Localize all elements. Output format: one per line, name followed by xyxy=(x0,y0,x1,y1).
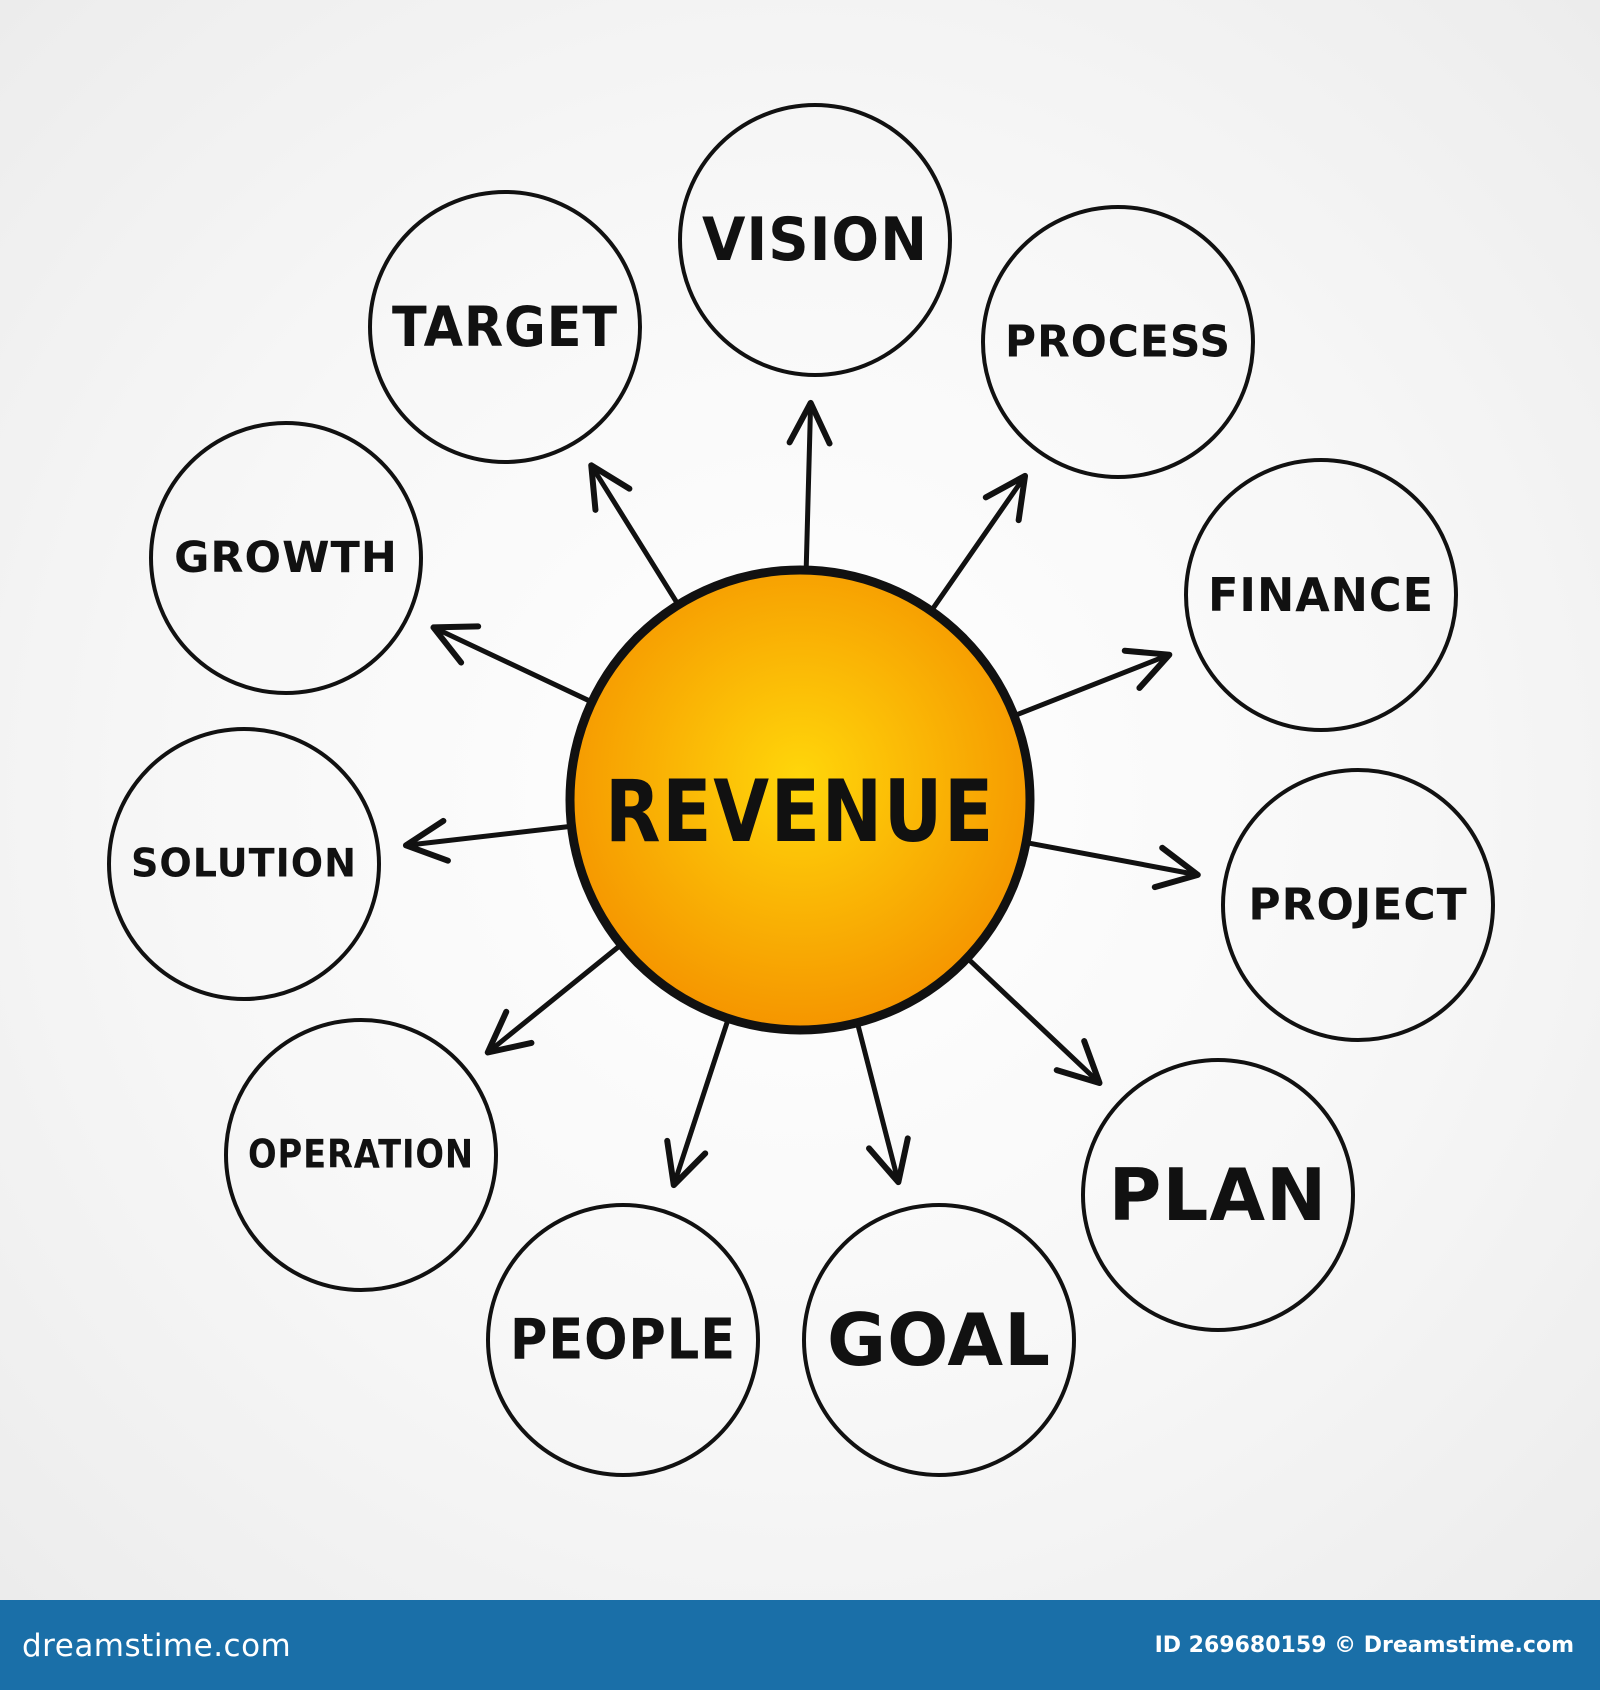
node-label-operation: OPERATION xyxy=(248,1133,474,1178)
footer-brand: dreamstime.com xyxy=(22,1628,292,1664)
node-circle-people xyxy=(486,1203,760,1477)
node-process: PROCESS xyxy=(981,205,1255,479)
node-target: TARGET xyxy=(368,190,642,464)
node-project: PROJECT xyxy=(1221,768,1495,1042)
node-label-project: PROJECT xyxy=(1248,880,1467,931)
node-goal: GOAL xyxy=(802,1203,1076,1477)
node-circle-vision xyxy=(678,103,952,377)
node-circle-goal xyxy=(802,1203,1076,1477)
center-label: REVENUE xyxy=(605,762,995,862)
center-node: REVENUE xyxy=(565,565,1035,1035)
arrow-plan xyxy=(966,956,1103,1087)
node-circle-operation xyxy=(224,1018,498,1292)
nodes-layer: VISION PROCESS FINANCE PROJECT PLAN GOAL PEOPL… xyxy=(107,103,1495,1477)
node-circle-plan xyxy=(1081,1058,1355,1332)
node-label-vision: VISION xyxy=(702,205,928,275)
arrow-solution xyxy=(402,817,573,864)
arrow-process xyxy=(929,472,1029,612)
node-label-people: PEOPLE xyxy=(510,1308,736,1373)
arrow-growth xyxy=(430,623,593,704)
node-solution: SOLUTION xyxy=(107,727,381,1001)
mind-map-canvas: VISION PROCESS FINANCE PROJECT PLAN GOAL PEOPL… xyxy=(0,0,1600,1600)
node-plan: PLAN xyxy=(1081,1058,1355,1332)
node-circle-solution xyxy=(107,727,381,1001)
center-circle xyxy=(565,565,1035,1035)
node-finance: FINANCE xyxy=(1184,458,1458,732)
node-circle-process xyxy=(981,205,1255,479)
node-label-solution: SOLUTION xyxy=(131,842,357,887)
node-label-finance: FINANCE xyxy=(1208,568,1434,622)
arrow-vision xyxy=(786,399,833,571)
node-operation: OPERATION xyxy=(224,1018,498,1292)
node-people: PEOPLE xyxy=(486,1203,760,1477)
footer-image-id: ID 269680159 © Dreamstime.com xyxy=(1154,1633,1574,1658)
node-label-goal: GOAL xyxy=(827,1298,1051,1382)
footer-bar: dreamstime.com ID 269680159 © Dreamstime… xyxy=(0,1600,1600,1690)
arrow-operation xyxy=(484,943,623,1056)
node-label-plan: PLAN xyxy=(1109,1153,1328,1237)
node-circle-growth xyxy=(149,421,423,695)
arrow-target xyxy=(588,462,680,606)
node-vision: VISION xyxy=(678,103,952,377)
node-circle-project xyxy=(1221,768,1495,1042)
edges-layer xyxy=(402,399,1201,1189)
arrow-finance xyxy=(1013,647,1173,718)
node-circle-finance xyxy=(1184,458,1458,732)
node-label-process: PROCESS xyxy=(1005,317,1231,368)
node-growth: GROWTH xyxy=(149,421,423,695)
node-label-target: TARGET xyxy=(392,295,618,359)
mind-map-diagram: VISION PROCESS FINANCE PROJECT PLAN GOAL PEOPL… xyxy=(107,103,1495,1477)
node-circle-target xyxy=(368,190,642,464)
node-label-growth: GROWTH xyxy=(174,533,398,583)
arrow-people xyxy=(664,1017,731,1189)
arrow-project xyxy=(1025,840,1201,891)
arrow-goal xyxy=(855,1022,911,1186)
